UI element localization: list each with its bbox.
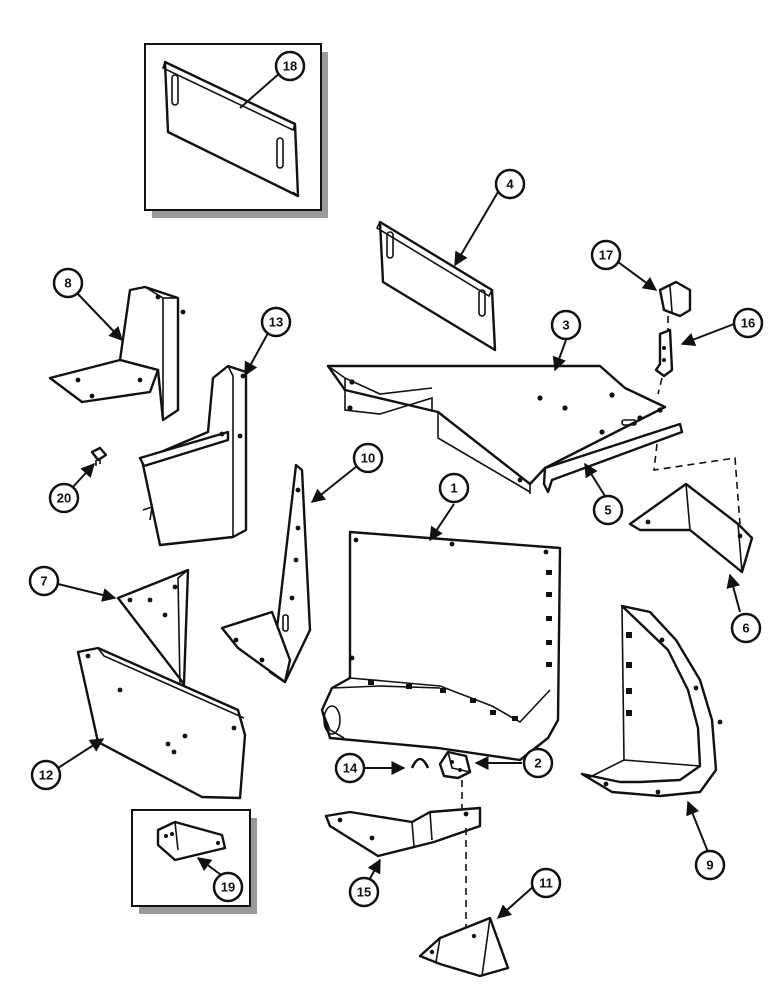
callout-11-label: 11 xyxy=(539,876,553,891)
callout-13: 13 xyxy=(260,306,292,338)
callout-17-label: 17 xyxy=(599,248,613,263)
callout-16: 16 xyxy=(732,307,764,339)
callout-19-label: 19 xyxy=(221,880,235,895)
callout-9: 9 xyxy=(694,849,726,881)
callout-7: 7 xyxy=(28,565,60,597)
callout-4-label: 4 xyxy=(506,177,514,192)
part-4 xyxy=(375,191,499,352)
callout-15: 15 xyxy=(348,876,380,908)
part-13 xyxy=(138,323,274,547)
callout-19: 19 xyxy=(212,871,244,903)
callout-11: 11 xyxy=(530,867,562,899)
callout-20: 20 xyxy=(48,482,80,514)
callout-4: 4 xyxy=(494,168,526,200)
part-16 xyxy=(653,323,741,525)
callout-5: 5 xyxy=(592,494,624,526)
part-20 xyxy=(71,446,108,489)
callout-2-label: 2 xyxy=(534,756,541,771)
callout-6: 6 xyxy=(730,612,762,644)
callout-12: 12 xyxy=(30,759,62,791)
part-8 xyxy=(48,285,186,422)
part-6 xyxy=(628,482,754,613)
callout-9-label: 9 xyxy=(706,858,713,873)
callout-20-label: 20 xyxy=(57,491,71,506)
callout-10-label: 10 xyxy=(361,451,375,466)
callout-14: 14 xyxy=(334,752,366,784)
callout-1-label: 1 xyxy=(450,481,457,496)
part-11 xyxy=(418,885,535,978)
callout-16-label: 16 xyxy=(741,316,755,331)
part-14 xyxy=(364,757,430,775)
callout-15-label: 15 xyxy=(357,885,371,900)
part-1 xyxy=(320,503,562,762)
callout-14-label: 14 xyxy=(343,761,358,776)
callout-13-label: 13 xyxy=(269,315,283,330)
callout-10: 10 xyxy=(352,442,384,474)
part-10 xyxy=(220,463,358,684)
callout-3: 3 xyxy=(550,309,582,341)
callout-1: 1 xyxy=(438,472,470,504)
callout-18: 18 xyxy=(274,50,306,82)
inset-panel-19 xyxy=(131,809,257,914)
callout-5-label: 5 xyxy=(604,503,611,518)
callout-2: 2 xyxy=(522,747,554,779)
callout-8-label: 8 xyxy=(64,276,71,291)
part-12 xyxy=(57,646,247,800)
callout-8: 8 xyxy=(52,267,84,299)
part-5 xyxy=(542,422,684,497)
callout-3-label: 3 xyxy=(562,318,569,333)
part-17 xyxy=(617,261,692,332)
callout-12-label: 12 xyxy=(39,768,53,783)
part-2 xyxy=(438,750,522,822)
callout-6-label: 6 xyxy=(742,621,749,636)
callout-18-label: 18 xyxy=(283,59,297,74)
callout-17: 17 xyxy=(590,239,622,271)
part-3 xyxy=(326,339,667,494)
part-15 xyxy=(324,806,482,930)
part-9 xyxy=(580,604,723,853)
callout-7-label: 7 xyxy=(40,574,47,589)
part-7 xyxy=(57,568,190,687)
